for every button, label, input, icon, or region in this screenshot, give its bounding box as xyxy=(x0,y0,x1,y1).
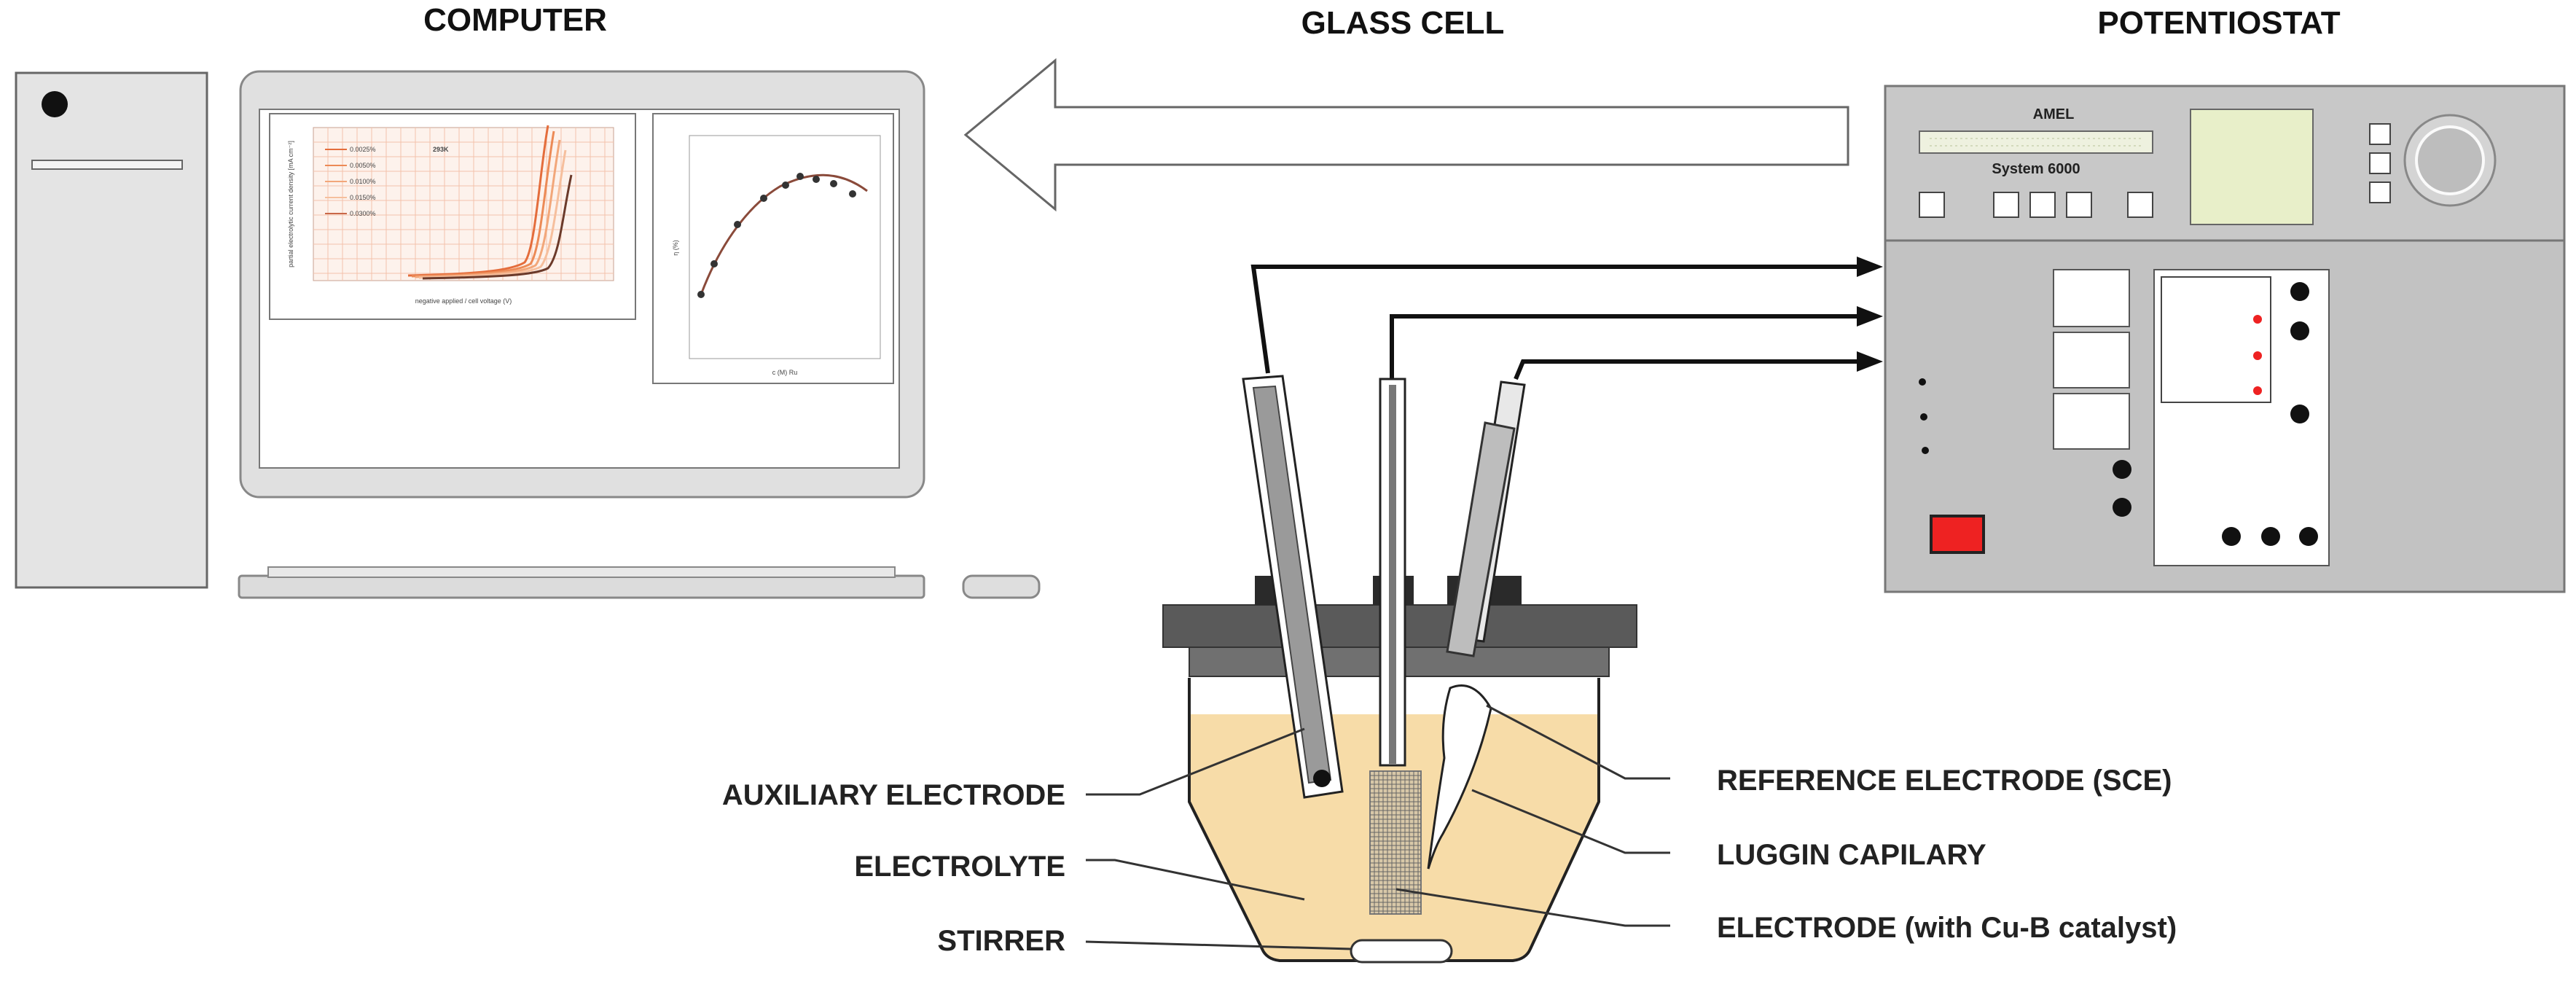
drive-slot xyxy=(31,160,183,170)
potentiostat-device: AMEL System 6000 xyxy=(1884,85,2566,593)
terminal-knob[interactable] xyxy=(2113,498,2131,517)
legend-entry: 0.0100% xyxy=(350,178,376,185)
label-luggin-capilary: LUGGIN CAPILARY xyxy=(1717,839,1986,871)
front-button[interactable] xyxy=(2066,192,2092,218)
module-slot xyxy=(2053,393,2130,450)
label-stirrer: STIRRER xyxy=(937,925,1065,957)
working-electrode xyxy=(1379,378,1406,767)
data-point xyxy=(782,181,789,189)
legend-entry: 0.0300% xyxy=(350,210,376,217)
graphic-display xyxy=(2190,109,2314,225)
power-switch[interactable] xyxy=(1930,515,1985,554)
left-plot-tag: 293K xyxy=(433,146,449,153)
right-plot-xlabel: c (M) Ru xyxy=(772,369,798,376)
reference-electrode xyxy=(1446,380,1526,657)
title-potentiostat: POTENTIOSTAT xyxy=(2097,5,2340,41)
screen-plot-left: 293K 0.0025% 0.0050% 0.0100% 0.0150% 0.0… xyxy=(269,113,636,320)
label-electrolyte: ELECTROLYTE xyxy=(854,851,1065,883)
lcd-display xyxy=(1919,130,2153,154)
electrode-wires xyxy=(1250,265,1858,380)
power-button-icon xyxy=(42,91,68,117)
indicator-red xyxy=(2253,386,2262,395)
arrowhead xyxy=(1857,306,1883,327)
legend-entry: 0.0050% xyxy=(350,162,376,169)
terminal-knob[interactable] xyxy=(2290,282,2309,301)
data-point xyxy=(813,176,820,183)
terminal-knob[interactable] xyxy=(2113,460,2131,479)
front-button[interactable] xyxy=(1993,192,2019,218)
leader-lines xyxy=(1085,704,1670,950)
terminal-knob[interactable] xyxy=(2261,527,2280,546)
screen-plot-right: c (M) Ru η (%) xyxy=(652,113,894,384)
data-point xyxy=(849,190,856,198)
glass-cell xyxy=(1162,375,1637,964)
side-button[interactable] xyxy=(2369,123,2391,145)
right-plot-ylabel: η (%) xyxy=(672,240,679,256)
terminal-knob[interactable] xyxy=(2299,527,2318,546)
monitor: 293K 0.0025% 0.0050% 0.0100% 0.0150% 0.0… xyxy=(239,70,925,499)
left-plot-xlabel: negative applied / cell voltage (V) xyxy=(415,297,512,305)
label-auxiliary-electrode: AUXILIARY ELECTRODE xyxy=(722,779,1065,811)
keyboard xyxy=(238,566,925,599)
legend-entry: 0.0150% xyxy=(350,194,376,201)
data-point xyxy=(796,173,804,180)
front-button[interactable] xyxy=(2127,192,2153,218)
front-button[interactable] xyxy=(1919,192,1945,218)
data-point xyxy=(830,180,837,187)
side-button[interactable] xyxy=(2369,181,2391,203)
mouse xyxy=(962,574,1041,599)
data-point xyxy=(734,221,741,228)
indicator-red xyxy=(2253,351,2262,360)
connector-jack xyxy=(1920,413,1927,421)
data-point xyxy=(760,195,767,202)
title-computer: COMPUTER xyxy=(423,2,607,38)
module-slot xyxy=(2053,332,2130,388)
left-plot-legend: 0.0025% 0.0050% 0.0100% 0.0150% 0.0300% xyxy=(325,146,376,217)
terminal-knob[interactable] xyxy=(2290,321,2309,340)
title-glass-cell: GLASS CELL xyxy=(1301,5,1505,41)
side-button[interactable] xyxy=(2369,152,2391,174)
terminal-knob[interactable] xyxy=(2222,527,2241,546)
computer-tower xyxy=(15,71,208,589)
terminal-knob[interactable] xyxy=(2290,405,2309,423)
label-electrode-catalyst: ELECTRODE (with Cu-B catalyst) xyxy=(1717,912,2177,944)
label-reference-electrode: REFERENCE ELECTRODE (SCE) xyxy=(1717,765,2172,797)
connector-jack xyxy=(1922,447,1929,454)
legend-entry: 0.0025% xyxy=(350,146,376,153)
connector-jack xyxy=(1919,378,1926,386)
auxiliary-electrode xyxy=(1242,375,1344,799)
data-point xyxy=(710,260,718,267)
indicator-red xyxy=(2253,315,2262,324)
arrowhead xyxy=(1857,257,1883,277)
data-flow-arrow xyxy=(963,58,1849,212)
left-plot-ylabel: partial electrolytic current density [mA… xyxy=(287,141,294,267)
arrowhead xyxy=(1857,351,1883,372)
module-slot xyxy=(2053,269,2130,327)
current-curve xyxy=(422,174,573,280)
model-label: System 6000 xyxy=(1992,161,2080,177)
front-button[interactable] xyxy=(2029,192,2056,218)
data-point xyxy=(697,291,705,298)
stirrer-bar xyxy=(1350,939,1453,964)
brand-label: AMEL xyxy=(2033,106,2075,122)
efficiency-curve xyxy=(700,173,868,295)
